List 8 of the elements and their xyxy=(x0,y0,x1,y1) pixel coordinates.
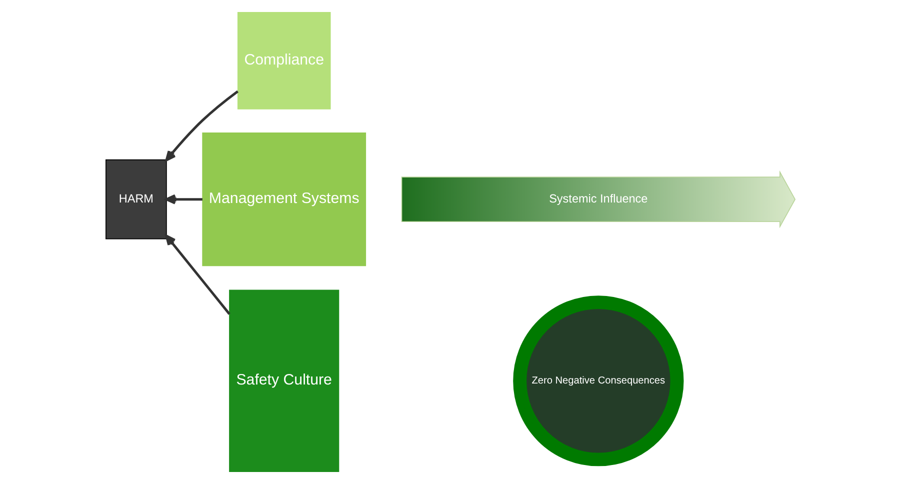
arrow xyxy=(165,90,239,161)
node-box: Compliance xyxy=(237,11,331,109)
node-circle: Zero Negative Consequences xyxy=(513,295,684,466)
node-box: Safety Culture xyxy=(229,289,340,472)
node-box: Management Systems xyxy=(202,132,366,266)
arrow xyxy=(165,194,202,204)
node-box: HARM xyxy=(106,158,167,239)
arrow xyxy=(165,234,230,314)
